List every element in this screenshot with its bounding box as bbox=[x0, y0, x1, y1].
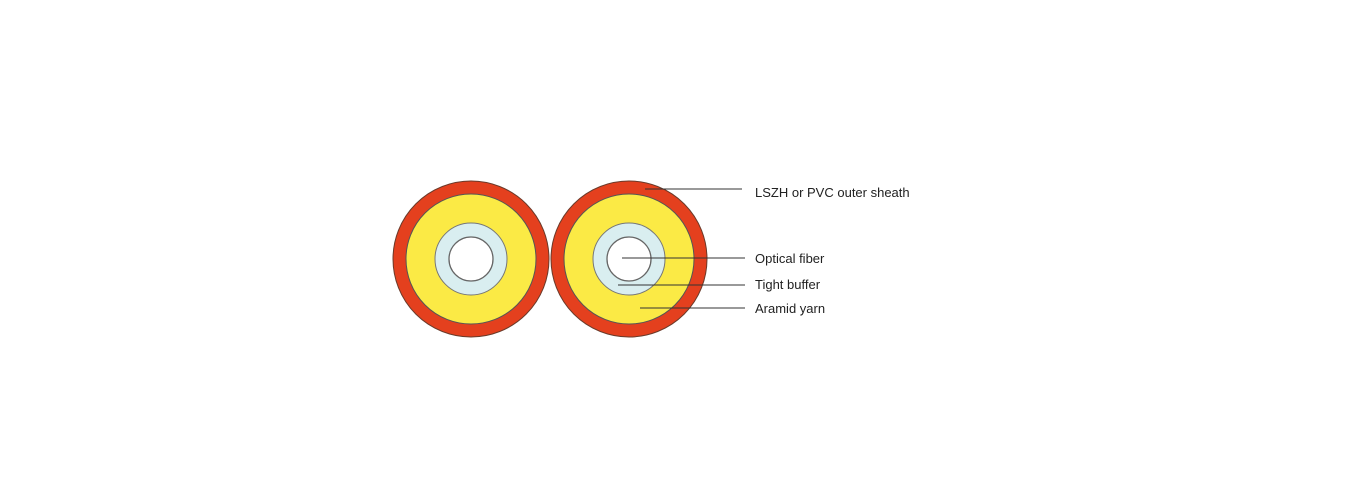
leader-lines bbox=[618, 188, 745, 309]
label-outer-sheath: LSZH or PVC outer sheath bbox=[755, 185, 910, 200]
label-tight-buffer: Tight buffer bbox=[755, 277, 821, 292]
optical-fiber bbox=[606, 236, 652, 282]
label-aramid-yarn: Aramid yarn bbox=[755, 301, 826, 316]
optical-fiber bbox=[448, 236, 494, 282]
label-optical-fiber: Optical fiber bbox=[755, 251, 825, 266]
left-fiber-unit bbox=[392, 180, 550, 338]
right-fiber-unit bbox=[550, 180, 708, 338]
